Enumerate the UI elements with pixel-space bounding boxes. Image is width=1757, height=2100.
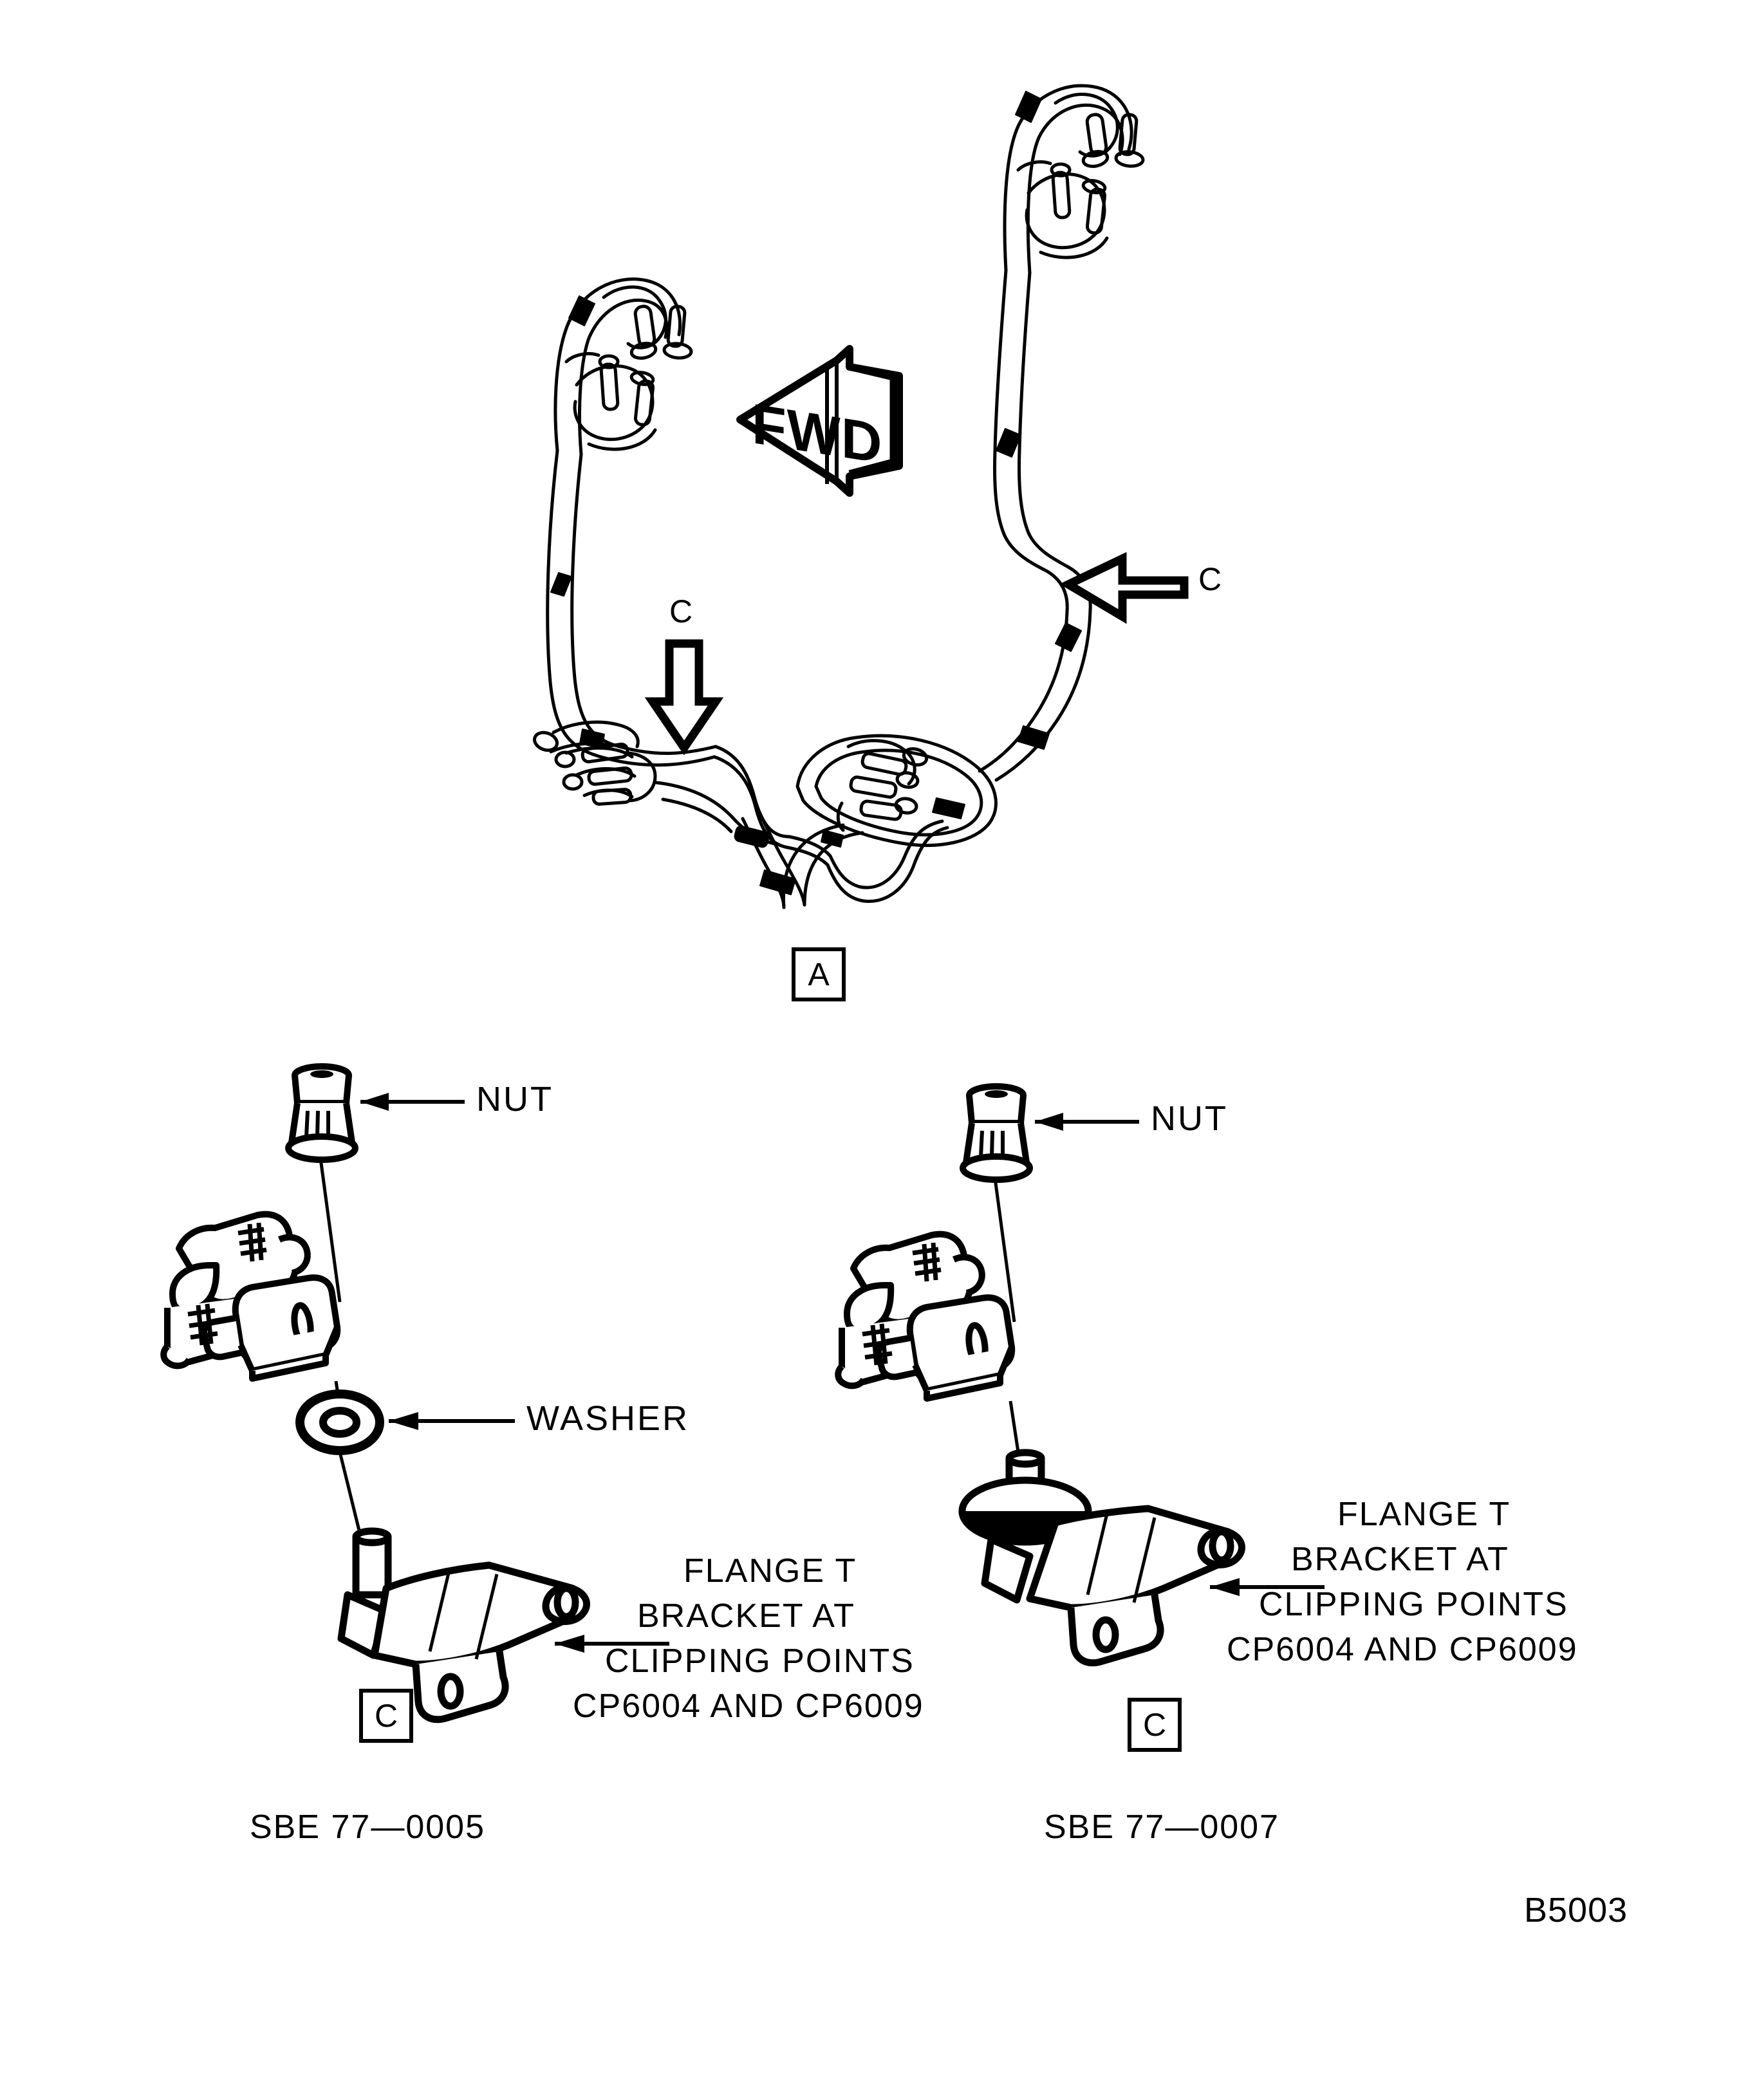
nut-icon-right	[960, 1083, 1033, 1183]
bracket-label-right-line3: CLIPPING POINTS	[1259, 1586, 1568, 1623]
view-label-c-right: C	[1142, 1707, 1167, 1743]
nut-icon-left	[285, 1063, 358, 1163]
assembly-line-left-1	[319, 1158, 342, 1303]
bracket-fold-lines-right	[1086, 1513, 1157, 1603]
callout-label-c-left: C	[1198, 561, 1223, 597]
callout-label-c-down: C	[669, 593, 694, 629]
reference-right: SBE 77—0007	[1044, 1808, 1280, 1846]
bracket-label-right-line2: BRACKET AT	[1291, 1541, 1509, 1578]
nut-label-left: NUT	[476, 1080, 553, 1119]
harness-bottom-junction	[826, 819, 949, 903]
bracket-leader-left	[555, 1635, 669, 1653]
callout-arrow-left-c	[1059, 552, 1189, 624]
connector-cluster-left-bottom	[533, 720, 657, 806]
bracket-label-left-line2: BRACKET AT	[637, 1597, 855, 1635]
flange-t-bracket-icon-left	[337, 1527, 590, 1724]
bracket-label-left-line1: FLANGE T	[683, 1552, 857, 1590]
bracket-label-left-line3: CLIPPING POINTS	[605, 1642, 915, 1680]
flange-t-bracket-icon-right	[958, 1449, 1245, 1667]
connector-block-right-bottom	[795, 734, 998, 848]
view-label-c-right-box: C	[1128, 1698, 1182, 1752]
nut-knurl-right	[979, 1130, 1005, 1157]
drawing-code: B5003	[1524, 1891, 1628, 1929]
assembly-line-right-2	[1009, 1400, 1020, 1453]
bracket-fold-lines-left	[428, 1570, 499, 1660]
clip-hatch-right	[862, 1242, 942, 1366]
washer-icon-left	[295, 1389, 384, 1455]
nut-leader-left	[360, 1093, 465, 1111]
view-label-a: A	[808, 956, 830, 992]
connector-cluster-left-top	[553, 277, 693, 456]
assembly-line-left-3	[338, 1451, 361, 1531]
detail-left-group	[160, 1063, 669, 1724]
bracket-label-right-line1: FLANGE T	[1337, 1496, 1511, 1533]
callout-arrow-down-c	[644, 639, 724, 756]
bracket-leader-right	[1210, 1578, 1325, 1596]
bracket-label-right-line4: CP6004 AND CP6009	[1227, 1631, 1578, 1668]
nut-leader-right	[1035, 1113, 1139, 1131]
view-label-a-box: A	[792, 947, 846, 1001]
clip-hatch-left	[187, 1222, 267, 1346]
view-label-c-left: C	[374, 1698, 398, 1734]
bracket-label-left-line4: CP6004 AND CP6009	[573, 1687, 924, 1725]
reference-left: SBE 77—0005	[250, 1808, 486, 1846]
assembly-line-right-1	[993, 1178, 1016, 1323]
washer-leader-left	[389, 1412, 515, 1430]
fwd-arrow-icon	[736, 345, 903, 497]
cable-clip-left	[160, 1211, 341, 1382]
washer-label-left: WASHER	[526, 1399, 690, 1438]
harness-bottom-leads	[734, 808, 864, 909]
view-label-c-left-box: C	[359, 1689, 413, 1743]
harness-right-branch	[978, 268, 1092, 782]
nut-label-right: NUT	[1151, 1099, 1228, 1138]
connector-cluster-right-top	[1003, 84, 1145, 275]
nut-knurl-left	[304, 1110, 330, 1137]
detail-right-group	[835, 1083, 1325, 1667]
